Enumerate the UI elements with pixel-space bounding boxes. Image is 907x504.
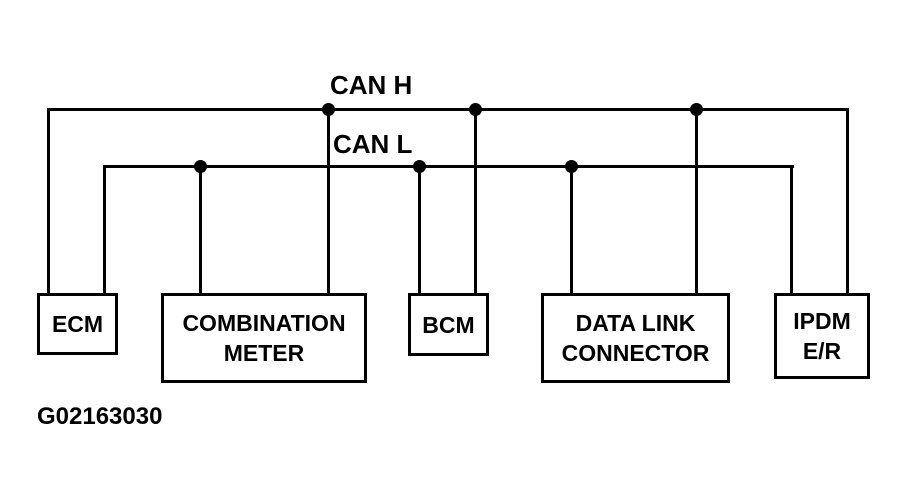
drop-line-data-link-connector-can-h: [695, 108, 698, 293]
can-l-bus-label: CAN L: [333, 129, 413, 159]
can-l-bus-line: [103, 165, 794, 168]
junction-dot-can-l-data-link-connector: [565, 160, 578, 173]
drop-line-combination-meter-can-h: [327, 108, 330, 293]
can-h-bus-label: CAN H: [330, 70, 413, 100]
junction-dot-can-h-data-link-connector: [690, 103, 703, 116]
node-box-combination-meter: COMBINATION METER: [161, 293, 367, 383]
node-box-ipdm-er: IPDM E/R: [774, 293, 870, 379]
node-label-ipdm-er-line1: IPDM: [793, 308, 851, 334]
junction-dot-can-h-bcm: [469, 103, 482, 116]
node-label-combination-meter-line2: METER: [223, 340, 305, 366]
node-label-combination-meter-line1: COMBINATION: [182, 310, 346, 336]
drop-line-ecm-can-l: [103, 165, 106, 293]
node-label-data-link-connector-line2: CONNECTOR: [561, 340, 710, 366]
junction-dot-can-l-combination-meter: [194, 160, 207, 173]
node-box-bcm: BCM: [408, 293, 489, 356]
junction-dot-can-h-combination-meter: [322, 103, 335, 116]
node-box-ecm: ECM: [37, 293, 118, 355]
drop-line-bcm-can-l: [418, 165, 421, 293]
drop-line-ipdm-er-can-h: [846, 108, 849, 293]
drop-line-combination-meter-can-l: [199, 165, 202, 293]
junction-dot-can-l-bcm: [413, 160, 426, 173]
node-label-ipdm-er-line2: E/R: [802, 338, 842, 364]
node-label-ecm: ECM: [51, 311, 104, 337]
drop-line-data-link-connector-can-l: [570, 165, 573, 293]
node-box-data-link-connector: DATA LINK CONNECTOR: [541, 293, 730, 383]
drop-line-ipdm-er-can-l: [790, 165, 793, 293]
drop-line-bcm-can-h: [474, 108, 477, 293]
can-h-bus-line: [47, 108, 849, 111]
figure-id-label: G02163030: [37, 403, 163, 430]
node-label-data-link-connector-line1: DATA LINK: [575, 310, 696, 336]
node-label-bcm: BCM: [422, 311, 475, 338]
drop-line-ecm-can-h: [47, 108, 50, 293]
